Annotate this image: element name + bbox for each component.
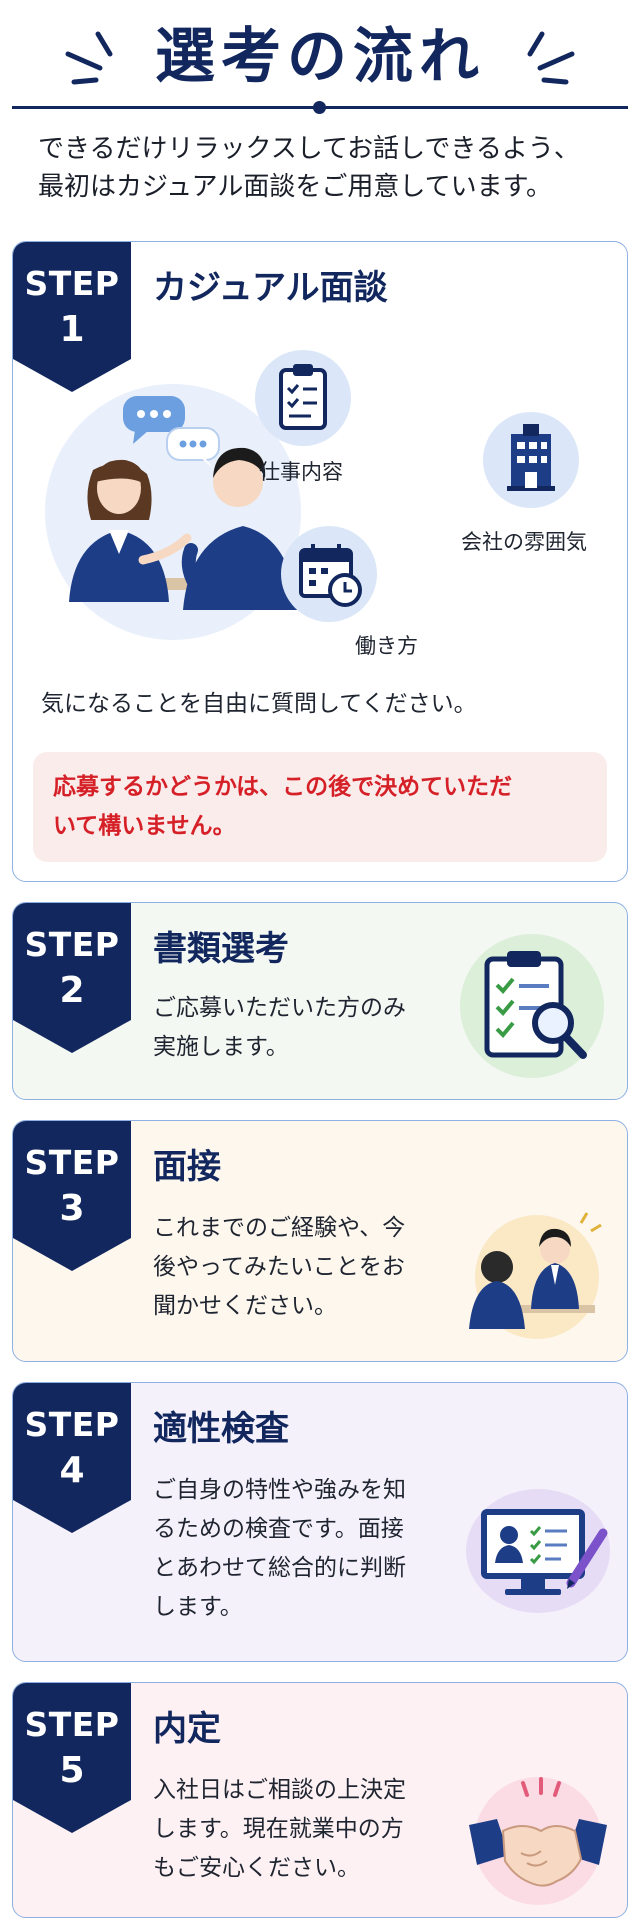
topic-caption-work: 仕事内容	[259, 460, 343, 484]
topic-caption-workstyle: 働き方	[355, 634, 418, 658]
step-body: 気になることを自由に質問してください。	[41, 691, 477, 717]
page-title: 選考の流れ	[155, 22, 485, 92]
casual-meeting-illustration	[45, 384, 301, 640]
step-title: カジュアル面談	[153, 268, 388, 308]
step-description: これまでのご経験や、今 後やってみたいことをお 聞かせください。	[153, 1215, 406, 1319]
clipboard-checklist-icon	[255, 350, 351, 446]
sparkle-left-icon	[65, 31, 113, 85]
intro-text: できるだけリラックスしてお話しできるよう、 最初はカジュアル面談をご用意していま…	[0, 130, 640, 220]
step-title: 書類選考	[153, 929, 289, 969]
step-badge: STEP 5	[13, 1683, 131, 1833]
step-description: ご自身の特性や強みを知 るための検査です。面接 とあわせて総合的に判断 します。	[153, 1477, 406, 1620]
step-title: 面接	[153, 1147, 221, 1187]
step-3-card: STEP 3 面接 これまでのご経験や、今 後やってみたいことをお 聞かせくださ…	[12, 1120, 628, 1362]
aptitude-test-icon	[466, 1489, 610, 1613]
step-1-card: STEP 1 カジュアル面談 仕事内容	[12, 241, 628, 882]
calendar-clock-icon	[281, 526, 377, 622]
step-number: 3	[59, 1188, 85, 1229]
note-line-1: 応募するかどうかは、この後で決めていただ	[53, 774, 513, 800]
interview-icon	[469, 1212, 602, 1339]
document-review-icon	[460, 934, 604, 1078]
building-icon	[483, 412, 579, 508]
step-4-card: STEP 4 適性検査 ご自身の特性や強みを知 るための検査です。面接 とあわせ…	[12, 1382, 628, 1662]
step-note: 応募するかどうかは、この後で決めていただ いて構いません。	[33, 752, 607, 862]
step-description: ご応募いただいた方のみ 実施します。	[153, 995, 406, 1060]
intro-line-1: できるだけリラックスしてお話しできるよう、	[38, 134, 580, 164]
step-description: 入社日はご相談の上決定 します。現在就業中の方 もご安心ください。	[153, 1777, 406, 1881]
step-badge: STEP 4	[13, 1383, 131, 1533]
page-header: 選考の流れ	[0, 0, 640, 118]
step-badge: STEP 1	[13, 242, 131, 392]
title-underline-dot	[313, 101, 326, 114]
step-label: STEP	[24, 1405, 120, 1444]
step-label: STEP	[24, 264, 120, 303]
step-badge: STEP 3	[13, 1121, 131, 1271]
step-5-card: STEP 5 内定 入社日はご相談の上決定 します。現在就業中の方 もご安心くだ…	[12, 1682, 628, 1918]
intro-line-2: 最初はカジュアル面談をご用意しています。	[38, 172, 553, 202]
step-number: 5	[59, 1750, 85, 1791]
step-number: 4	[59, 1450, 85, 1491]
step-title: 適性検査	[153, 1409, 289, 1449]
step-label: STEP	[24, 925, 120, 964]
step-badge: STEP 2	[13, 903, 131, 1053]
step-label: STEP	[24, 1705, 120, 1744]
topic-caption-atmosphere: 会社の雰囲気	[461, 530, 587, 554]
step-number: 1	[59, 309, 85, 350]
step-2-card: STEP 2 書類選考 ご応募いただいた方のみ 実施します。	[12, 902, 628, 1100]
handshake-icon	[469, 1777, 607, 1905]
step-title: 内定	[153, 1709, 221, 1749]
note-line-2: いて構いません。	[53, 813, 236, 839]
sparkle-right-icon	[527, 31, 575, 85]
step-number: 2	[59, 970, 85, 1011]
step-label: STEP	[24, 1143, 120, 1182]
